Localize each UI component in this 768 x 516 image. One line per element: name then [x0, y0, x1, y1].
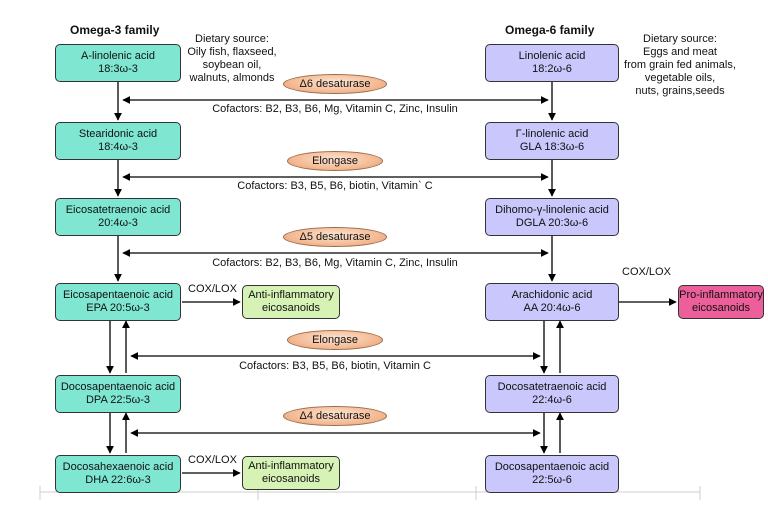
o6-node-linolenic: Linolenic acid 18:2ω-6	[485, 44, 619, 82]
o6-node-docosapentaenoic: Docosapentaenoic acid 22:5ω-6	[485, 455, 619, 493]
o3-node-dha: Docosahexaenoic acid DHA 22:6ω-3	[55, 455, 181, 493]
cofactors-delta6: Cofactors: B2, B3, B6, Mg, Vitamin C, Zi…	[212, 103, 458, 115]
o3-node-stearidonic: Stearidonic acid 18:4ω-3	[55, 122, 181, 160]
o3-node-eicosatetraenoic: Eicosatetraenoic acid 20:4ω-3	[55, 198, 181, 236]
o6-node-gla: Γ-linolenic acid GLA 18:3ω-6	[485, 122, 619, 160]
cofactors-elongase-1: Cofactors: B3, B5, B6, biotin, Vitamin` …	[237, 180, 433, 192]
omega6-title: Omega-6 family	[505, 23, 595, 37]
o3-node-dpa: Docosapentaenoic acid DPA 22:5ω-3	[55, 375, 181, 413]
coxlox-label-dha: COX/LOX	[188, 454, 237, 466]
o6-node-docosatetraenoic: Docosatetraenoic acid 22:4ω-6	[485, 375, 619, 413]
o3-node-epa: Eicosapentaenoic acid EPA 20:5ω-3	[55, 283, 181, 321]
o6-node-arachidonic: Arachidonic acid AA 20:4ω-6	[485, 283, 619, 321]
o6-node-dgla: Dihomo-γ-linolenic acid DGLA 20:3ω-6	[485, 198, 619, 236]
cofactors-delta5: Cofactors: B2, B3, B6, Mg, Vitamin C, Zi…	[212, 257, 458, 269]
enzyme-delta6-desaturase: Δ6 desaturase	[283, 74, 387, 94]
anti-inflammatory-dha: Anti-inflammatory eicosanoids	[242, 456, 340, 490]
coxlox-label-aa: COX/LOX	[622, 266, 671, 278]
omega3-title: Omega-3 family	[70, 23, 160, 37]
cofactors-elongase-2: Cofactors: B3, B5, B6, biotin, Vitamin C	[239, 360, 431, 372]
pro-inflammatory-aa: Pro-inflammatory eicosanoids	[678, 285, 764, 319]
omega6-dietary-source: Dietary source: Eggs and meat from grain…	[624, 33, 736, 97]
o3-node-ala: A-linolenic acid 18:3ω-3	[55, 44, 181, 82]
enzyme-delta4-desaturase: Δ4 desaturase	[283, 406, 387, 426]
enzyme-elongase-1: Elongase	[287, 151, 383, 171]
enzyme-elongase-2: Elongase	[287, 330, 383, 350]
coxlox-label-epa: COX/LOX	[188, 283, 237, 295]
anti-inflammatory-epa: Anti-inflammatory eicosanoids	[242, 285, 340, 319]
omega3-dietary-source: Dietary source: Oily fish, flaxseed, soy…	[187, 33, 277, 84]
enzyme-delta5-desaturase: Δ5 desaturase	[283, 227, 387, 247]
